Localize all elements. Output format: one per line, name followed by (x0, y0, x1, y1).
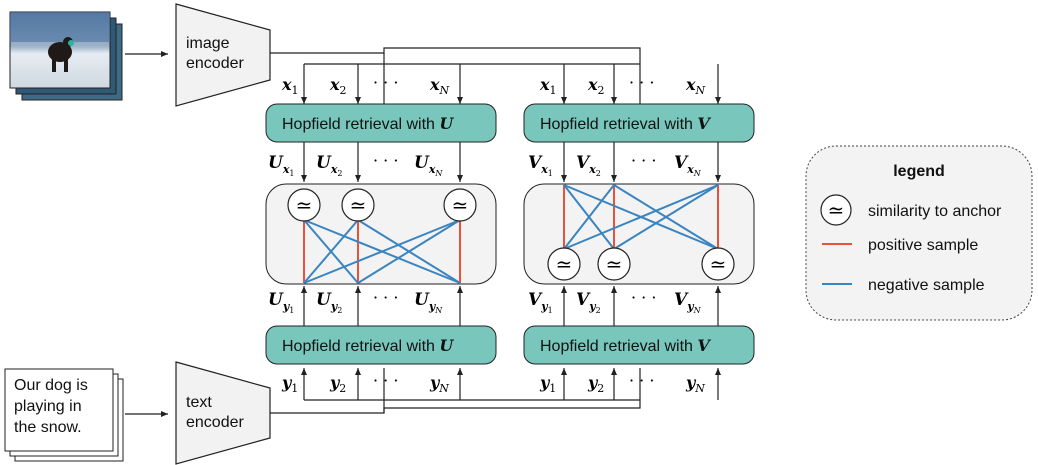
bottom-retrieval-arrows (301, 286, 721, 326)
dog-icon (48, 42, 72, 62)
similarity-icon (701, 247, 735, 281)
svg-text:≃: ≃ (828, 198, 845, 222)
hopfield-label-u-bottom: Hopfield retrieval with U (282, 336, 454, 355)
x-vector-labels: x1 x2 · · · xN x1 x2 · · · xN (281, 73, 706, 97)
text-encoder (175, 361, 271, 465)
svg-text:≃: ≃ (556, 252, 573, 276)
ellipsis-x-left: · · · (373, 73, 398, 92)
y2-right: y2 (587, 373, 604, 395)
yn-right: yN (685, 373, 705, 395)
panel-u-anchors: ≃ ≃ ≃ (287, 188, 477, 222)
similarity-icon (597, 247, 631, 281)
image-embedding-bus (270, 47, 721, 104)
negative-link (613, 184, 719, 250)
y1-right: y1 (539, 373, 556, 395)
text-encoder-label-2: encoder (186, 414, 244, 431)
y2-left: y2 (329, 373, 346, 395)
u-y1: Uy1 (268, 290, 294, 315)
hopfield-box-u-top (265, 103, 497, 143)
x2-left: x2 (329, 75, 347, 97)
v-x1: Vx1 (528, 153, 553, 178)
hopfield-label-u-top: Hopfield retrieval with U (282, 114, 454, 133)
legend-positive-label: positive sample (868, 237, 978, 254)
text-embedding-bus (270, 368, 721, 414)
retrieved-x-labels: Ux1 Ux2 · · · UxN Vx1 Vx2 · · · VxN (268, 151, 702, 178)
u-xn: UxN (414, 153, 443, 178)
legend-negative-label: negative sample (868, 277, 985, 294)
panel-v-links (563, 184, 719, 250)
negative-link (303, 219, 461, 284)
v-y1: Vy1 (528, 290, 553, 315)
svg-text:≃: ≃ (452, 193, 469, 217)
hopfield-label-v-bottom: Hopfield retrieval with V (540, 336, 711, 355)
svg-text:≃: ≃ (710, 252, 727, 276)
similarity-icon (547, 247, 581, 281)
retrieved-y-labels: Uy1 Uy2 · · · UyN Vy1 Vy2 · · · VyN (268, 288, 702, 315)
y1-left: y1 (281, 373, 298, 395)
legend-similarity-label: similarity to anchor (868, 203, 1002, 220)
image-encoder (175, 3, 271, 107)
caption-line-1: Our dog is (14, 377, 88, 394)
hopfield-label-v-top: Hopfield retrieval with V (540, 114, 711, 133)
svg-text:≃: ≃ (350, 193, 367, 217)
hopfield-box-u-bottom (265, 325, 497, 365)
ellipsis-y-right: · · · (629, 371, 654, 390)
image-encoder-label-2: encoder (186, 55, 244, 72)
u-x2: Ux2 (316, 153, 342, 178)
ellipsis-vy: · · · (631, 288, 656, 307)
image-encoder-label-1: image (186, 35, 230, 52)
ellipsis-y-left: · · · (373, 371, 398, 390)
y-vector-labels: y1 y2 · · · yN y1 y2 · · · yN (281, 371, 705, 395)
x1-right: x1 (539, 75, 557, 97)
hopfield-box-v-bottom (523, 325, 755, 365)
negative-link (563, 184, 615, 250)
similarity-icon (287, 188, 321, 222)
v-xn: VxN (674, 153, 702, 178)
xn-right: xN (685, 75, 706, 97)
u-y2: Uy2 (316, 290, 342, 315)
ellipsis-uy: · · · (373, 288, 398, 307)
caption-stack: Our dog is playing in the snow. (4, 368, 124, 462)
panel-v-anchors: ≃ ≃ ≃ (547, 247, 735, 281)
x1-left: x1 (281, 75, 299, 97)
similarity-icon (443, 188, 477, 222)
xn-left: xN (429, 75, 450, 97)
negative-link (357, 219, 461, 284)
yn-left: yN (429, 373, 449, 395)
legend: legend ≃ similarity to anchor positive s… (805, 145, 1033, 321)
negative-link (303, 219, 359, 284)
caption-line-3: the snow. (14, 419, 82, 436)
v-yn: VyN (674, 290, 702, 315)
legend-box (805, 145, 1033, 321)
u-x1: Ux1 (268, 153, 294, 178)
caption-line-2: playing in (14, 398, 82, 415)
v-x2: Vx2 (576, 153, 601, 178)
legend-title: legend (893, 163, 945, 180)
text-encoder-label-1: text (186, 394, 212, 411)
top-retrieval-arrows (301, 142, 721, 182)
similarity-icon (341, 188, 375, 222)
image-stack (9, 11, 123, 101)
legend-similarity-icon (820, 194, 852, 226)
negative-link (563, 184, 719, 250)
panel-u-links (303, 219, 461, 284)
x2-right: x2 (587, 75, 605, 97)
v-y2: Vy2 (576, 290, 601, 315)
ellipsis-x-right: · · · (629, 73, 654, 92)
ellipsis-ux: · · · (373, 151, 398, 170)
u-yn: UyN (414, 290, 443, 315)
svg-text:≃: ≃ (606, 252, 623, 276)
svg-text:≃: ≃ (296, 193, 313, 217)
ellipsis-vx: · · · (631, 151, 656, 170)
hopfield-box-v-top (523, 103, 755, 143)
